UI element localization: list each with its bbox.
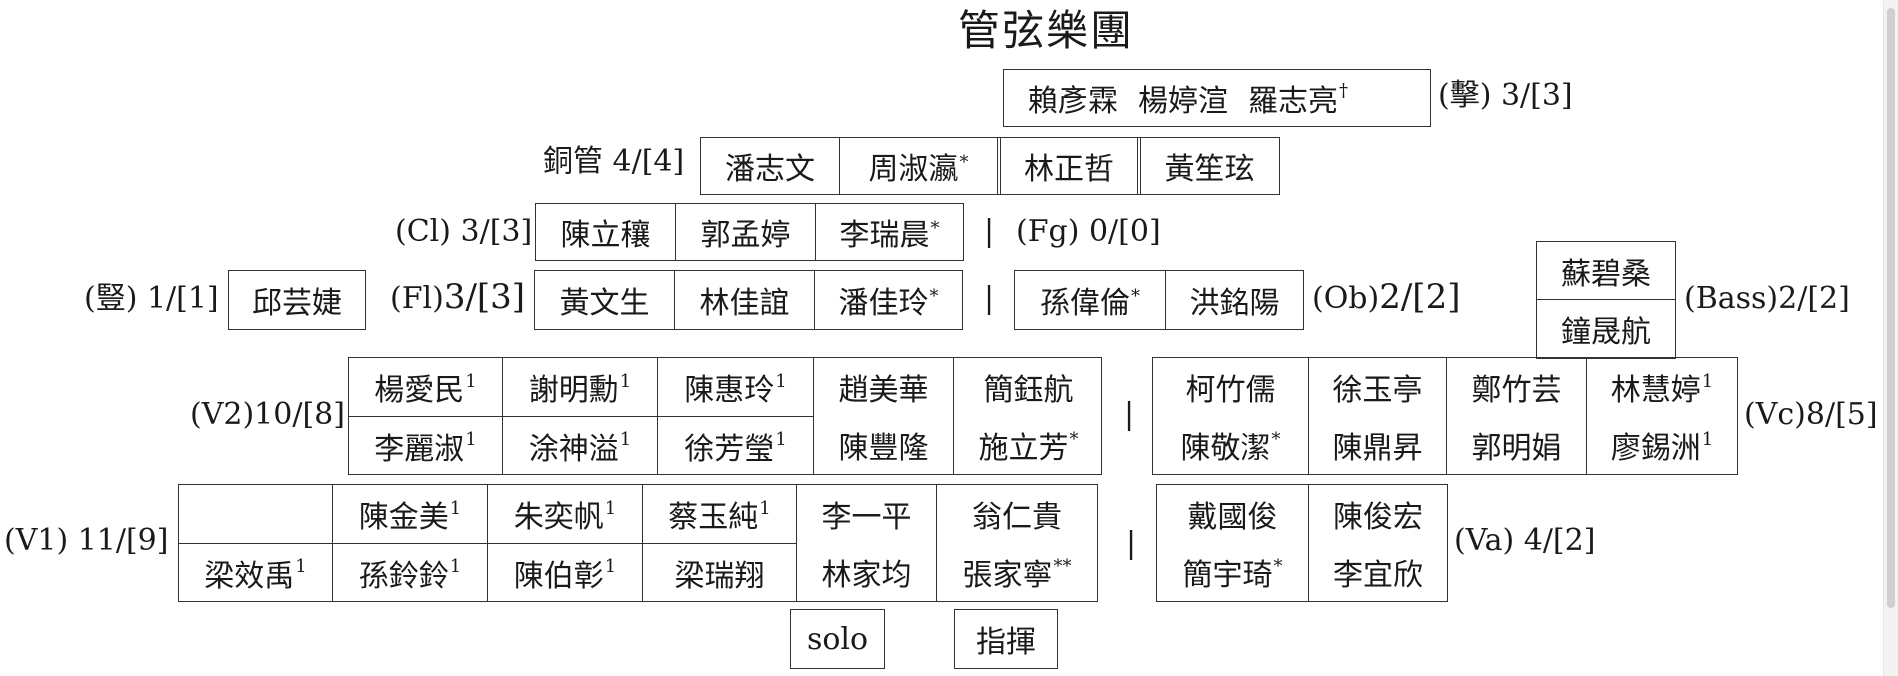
percussion-name: 羅志亮† xyxy=(1248,80,1348,119)
cello-name: 陳敬潔* xyxy=(1153,416,1309,474)
violin2-label: (V2)10/[8] xyxy=(190,397,345,432)
cello-name: 徐玉亭 xyxy=(1309,358,1447,416)
flute-row: 黃文生 林佳誼 潘佳玲* xyxy=(534,270,963,330)
viola-label: (Va) 4/[2] xyxy=(1454,523,1596,558)
cello-name: 陳鼎昇 xyxy=(1309,416,1447,474)
viola-name: 陳俊宏 xyxy=(1333,500,1423,535)
violin2-name: 陳豐隆 xyxy=(814,416,954,474)
page-title: 管弦樂團 xyxy=(958,6,1135,55)
oboe-row: 孫偉倫* 洪銘陽 xyxy=(1014,270,1304,330)
flute-name: 林佳誼 xyxy=(674,271,814,329)
clarinet-name: 李瑞晨* xyxy=(815,204,963,260)
violin1-name: 林家均 xyxy=(797,543,937,601)
clarinet-name: 郭孟婷 xyxy=(675,204,815,260)
bass-name: 鐘晟航 xyxy=(1561,315,1651,350)
brass-row: 潘志文 周淑瀛* 林正哲 黃笙玹 xyxy=(700,137,1280,195)
percussion-name: 楊婷渲 xyxy=(1138,84,1228,119)
brass-name: 周淑瀛* xyxy=(839,138,997,194)
flute-name: 潘佳玲* xyxy=(814,271,962,329)
brass-label: 銅管 4/[4] xyxy=(543,144,685,179)
conductor-box: 指揮 xyxy=(954,609,1058,669)
cello-name: 鄭竹芸 xyxy=(1447,358,1587,416)
violin1-label: (V1) 11/[9] xyxy=(4,523,169,558)
violin2-name: 簡鈺航 xyxy=(983,373,1074,408)
brass-name: 潘志文 xyxy=(725,152,815,187)
oboe-name: 孫偉倫* xyxy=(1040,285,1140,322)
clarinet-row: 陳立穰 郭孟婷 李瑞晨* xyxy=(535,203,964,261)
flute-name: 黃文生 xyxy=(559,286,650,321)
brass-name: 黃笙玹 xyxy=(1137,138,1278,194)
clarinet-name: 陳立穰 xyxy=(560,218,651,253)
cello-label: (Vc)8/[5] xyxy=(1744,397,1878,432)
viola-grid: 戴國俊 陳俊宏 簡宇琦* 李宜欣 xyxy=(1156,484,1448,602)
cello-name: 柯竹儒 xyxy=(1153,358,1309,416)
vertical-scrollbar[interactable] xyxy=(1883,0,1898,676)
solo-box: solo xyxy=(790,609,885,669)
clarinet-label: (Cl) 3/[3] xyxy=(395,214,533,249)
percussion-box: 賴彥霖 楊婷渲 羅志亮† xyxy=(1003,69,1431,127)
viola-name: 李宜欣 xyxy=(1333,558,1423,593)
violin1-name: 李一平 xyxy=(797,485,937,543)
bass-box: 蘇碧桑 鐘晟航 xyxy=(1536,241,1676,359)
violin2-name: 趙美華 xyxy=(814,358,954,416)
bass-name: 蘇碧桑 xyxy=(1537,242,1675,300)
section-separator: | xyxy=(1126,526,1137,561)
cello-name: 郭明娟 xyxy=(1447,416,1587,474)
bass-label: (Bass)2/[2] xyxy=(1684,281,1850,316)
viola-name: 戴國俊 xyxy=(1157,485,1309,543)
viola-name: 簡宇琦* xyxy=(1157,543,1309,601)
section-separator: | xyxy=(1124,397,1135,432)
violin1-name xyxy=(179,485,333,543)
flute-label: (Fl)3/[3] xyxy=(390,277,526,317)
harp-label: (豎) 1/[1] xyxy=(84,281,219,316)
brass-name: 林正哲 xyxy=(997,138,1137,194)
violin1-name: 張家寧** xyxy=(962,555,1072,594)
section-separator: | xyxy=(984,281,995,316)
section-separator: | xyxy=(984,214,995,249)
violin1-name: 翁仁貴 xyxy=(972,500,1062,535)
oboe-name: 洪銘陽 xyxy=(1165,271,1303,329)
violin1-name: 梁瑞翔 xyxy=(643,543,797,601)
harp-name: 邱芸婕 xyxy=(228,270,366,330)
percussion-name: 賴彥霖 xyxy=(1028,84,1118,119)
oboe-label: (Ob)2/[2] xyxy=(1312,277,1461,317)
scrollbar-thumb[interactable] xyxy=(1887,8,1895,608)
violin2-name: 施立芳* xyxy=(978,428,1079,467)
bassoon-label: (Fg) 0/[0] xyxy=(1016,214,1161,249)
percussion-label: (擊) 3/[3] xyxy=(1438,78,1573,113)
